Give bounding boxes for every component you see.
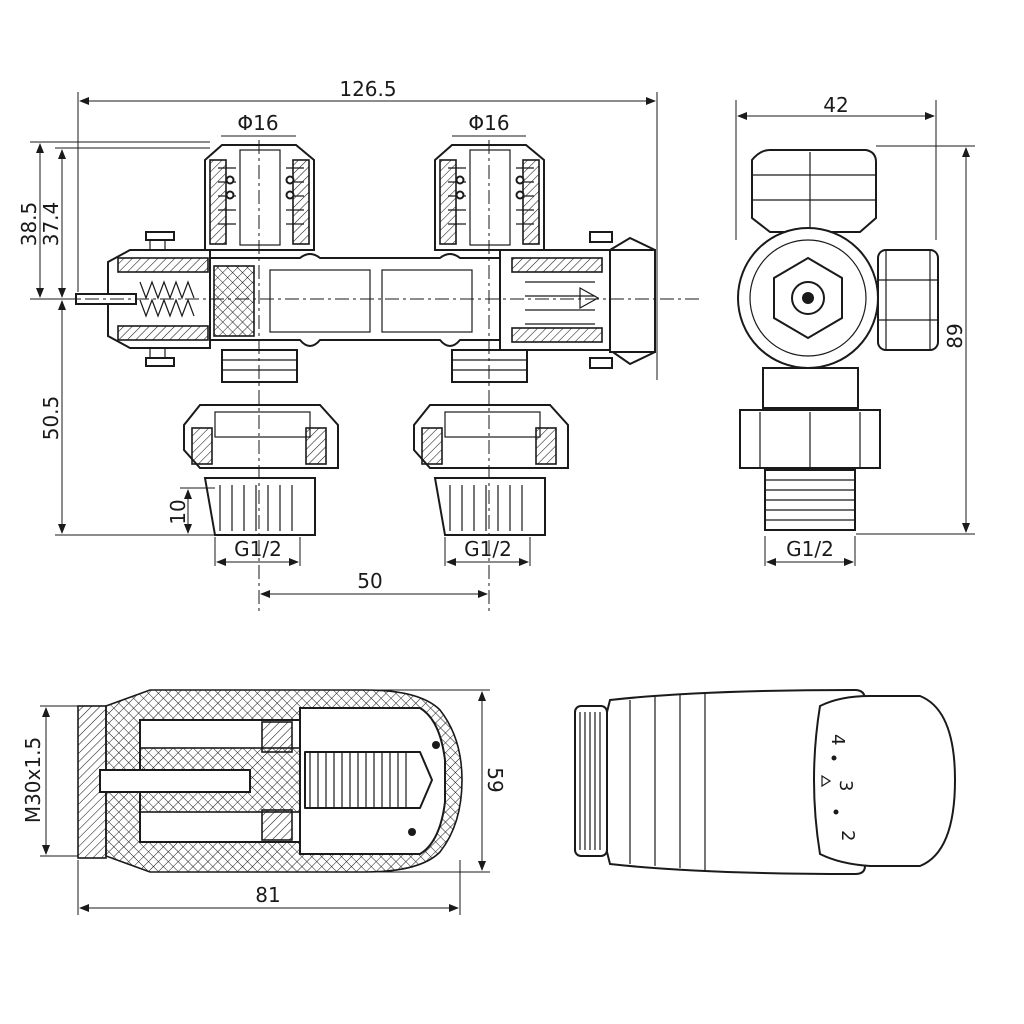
front-view-valve-block	[60, 140, 700, 612]
head-exterior-view: 4 3 2	[574, 688, 957, 876]
scale-mark-4: 4	[827, 734, 848, 745]
dim-side-height: 89	[943, 323, 967, 348]
scale-mark-2: 2	[837, 830, 858, 841]
right-union-nut	[413, 349, 569, 536]
left-valve-insert	[75, 231, 255, 367]
dim-thread-right: G1/2	[464, 537, 512, 561]
head-section-view	[77, 689, 463, 873]
dim-head-thread: M30x1.5	[21, 737, 45, 823]
dim-height-a: 38.5	[17, 202, 41, 247]
dim-height-b: 37.4	[39, 202, 63, 247]
dim-head-length: 81	[255, 883, 280, 907]
dim-axis-spacing: 50	[357, 569, 382, 593]
dim-overall-width: 126.5	[339, 77, 396, 101]
head-section-dimensions: M30x1.5 59 81	[21, 689, 507, 915]
side-view-dimensions: 42 89 G1/2	[735, 93, 975, 566]
front-view-dimensions: 126.5 Φ16 Φ16 38.5 37.4 50.5 10 G1/2 G1/…	[17, 77, 658, 598]
dim-lower-height: 50.5	[39, 396, 63, 441]
dim-pipe-left: Φ16	[237, 111, 278, 135]
dim-thread-length: 10	[166, 499, 190, 524]
right-valve-insert	[499, 231, 656, 369]
dim-side-width: 42	[823, 93, 848, 117]
side-view-valve	[737, 149, 939, 531]
left-union-nut	[183, 349, 339, 536]
dim-thread-left: G1/2	[234, 537, 282, 561]
dim-side-thread: G1/2	[786, 537, 834, 561]
scale-mark-3: 3	[835, 780, 856, 791]
dim-pipe-right: Φ16	[468, 111, 509, 135]
dim-head-diameter: 59	[483, 767, 507, 792]
